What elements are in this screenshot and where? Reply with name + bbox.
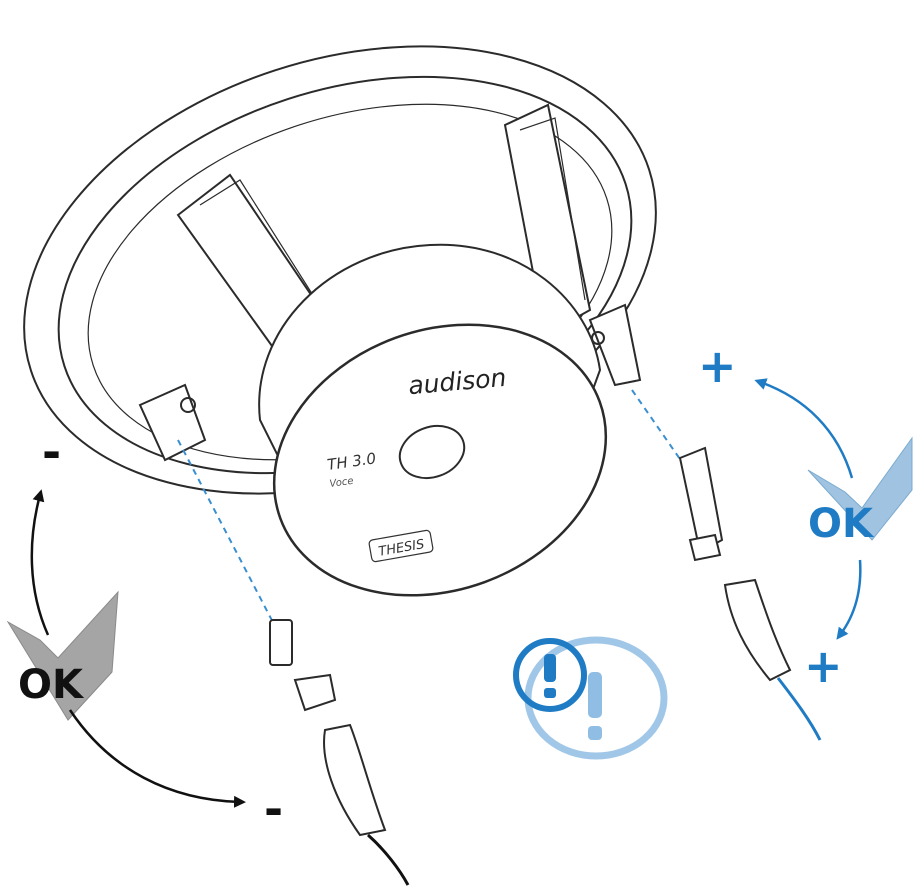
positive-sign-bottom: + — [804, 639, 843, 693]
curved-arrow-icon — [30, 489, 50, 636]
magnet-back-plate — [272, 323, 608, 597]
negative-guide-line — [177, 439, 279, 633]
magnet-center-pole — [398, 424, 466, 480]
curved-arrow-icon — [836, 559, 862, 640]
positive-sign-top: + — [698, 339, 737, 393]
negative-sign-bottom: - — [264, 782, 283, 836]
ok-label-positive: OK — [808, 501, 875, 547]
ok-label-negative: OK — [18, 662, 85, 708]
positive-guide-line — [631, 389, 683, 463]
curved-arrow-icon — [68, 709, 246, 808]
warning-icon — [513, 636, 668, 760]
curved-arrow-icon — [754, 378, 854, 479]
model-sublabel: Voce — [329, 476, 354, 490]
terminal-tab-negative — [138, 383, 207, 462]
faston-connector-icon — [678, 446, 822, 741]
checkmark-icon — [807, 436, 913, 541]
basket-leg-right — [503, 103, 592, 337]
terminal-tab-positive — [588, 303, 642, 387]
negative-sign-top: - — [42, 425, 61, 479]
checkmark-icon — [6, 590, 119, 721]
speaker-drawing: audison TH 3.0 Voce THESIS — [23, 45, 657, 597]
faston-connector-icon — [269, 619, 410, 886]
